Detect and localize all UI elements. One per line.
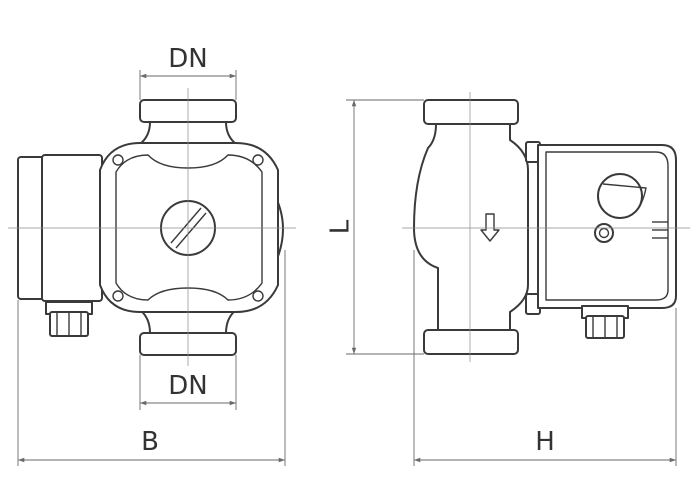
height-label: H — [535, 427, 555, 457]
screw-icon — [112, 290, 124, 302]
length-label: L — [326, 219, 356, 234]
side-bottom-flange — [423, 329, 519, 355]
plug-slot — [170, 207, 202, 244]
indicator-lamp — [594, 223, 614, 243]
screw-icon — [112, 154, 124, 166]
knob-pointer — [602, 183, 647, 219]
flow-arrow-icon — [480, 213, 500, 242]
dn-bottom-label: DN — [168, 371, 207, 401]
terminal-box-inner — [545, 151, 669, 301]
front-view — [17, 99, 284, 356]
dn-top-label: DN — [168, 44, 207, 74]
centerlines — [8, 88, 690, 366]
width-label: B — [141, 427, 159, 457]
side-top-flange — [423, 99, 519, 125]
screw-icon — [252, 290, 264, 302]
dimensions — [17, 70, 677, 466]
pump-body-side — [413, 123, 529, 331]
screw-icon — [252, 154, 264, 166]
housing-inner-plate — [115, 154, 263, 301]
side-view — [413, 99, 677, 355]
